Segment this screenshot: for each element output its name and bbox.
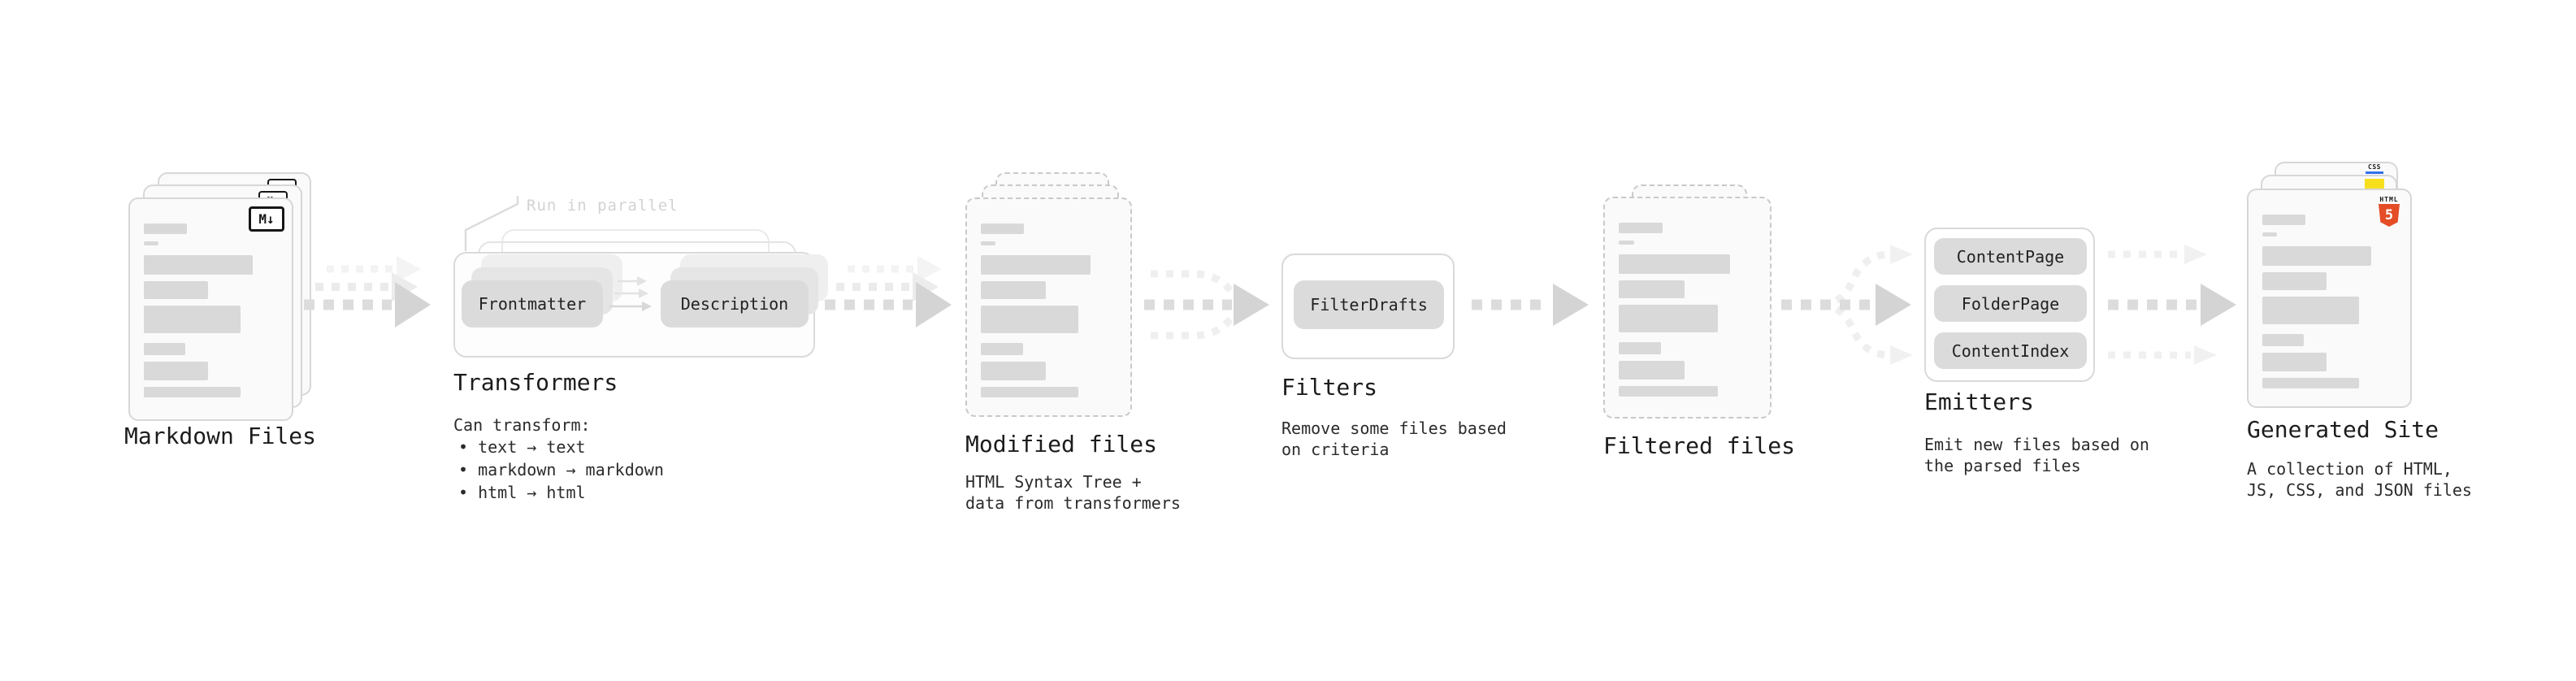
markdown-icon: M↓ bbox=[249, 206, 284, 232]
arrow-triple-right-icon bbox=[2108, 245, 2236, 365]
text-placeholder-bars bbox=[2262, 190, 2396, 388]
emitter-pill-contentindex: ContentIndex bbox=[1934, 332, 2087, 369]
stage-title: Filtered files bbox=[1603, 432, 1796, 459]
stage-caption-generated-site: Generated Site A collection of HTML, JS,… bbox=[2247, 416, 2472, 501]
html5-icon: HTML 5 bbox=[2376, 196, 2402, 227]
stage-description: Emit new files based on bbox=[1924, 435, 2149, 454]
parallel-arrows-icon bbox=[609, 276, 652, 311]
stage-caption-markdown-files: Markdown Files bbox=[124, 423, 316, 450]
stage-description: Can transform: bbox=[453, 415, 591, 435]
text-placeholder-bars bbox=[981, 199, 1117, 397]
stage-title: Markdown Files bbox=[124, 423, 317, 449]
stage-title: Generated Site bbox=[2247, 416, 2439, 443]
text-placeholder-bars bbox=[144, 199, 278, 397]
arrow-converge-icon bbox=[1144, 270, 1269, 340]
file-card-front bbox=[965, 197, 1132, 417]
file-card-front: HTML 5 bbox=[2247, 189, 2412, 408]
stage-caption-transformers: Transformers Can transform: • text → tex… bbox=[453, 369, 664, 504]
stage-title: Emitters bbox=[1924, 388, 2034, 415]
filter-pill-filterdrafts: FilterDrafts bbox=[1294, 280, 1444, 329]
stage-caption-modified-files: Modified files HTML Syntax Tree + data f… bbox=[965, 431, 1181, 514]
file-card-front bbox=[1603, 197, 1772, 419]
stage-caption-filters: Filters Remove some files based on crite… bbox=[1281, 374, 1507, 460]
stage-caption-emitters: Emitters Emit new files based on the par… bbox=[1924, 388, 2149, 476]
arrow-right-icon bbox=[1472, 284, 1589, 326]
js-icon bbox=[2365, 179, 2384, 189]
text-placeholder-bars bbox=[1619, 198, 1756, 397]
emitter-pill-contentpage: ContentPage bbox=[1934, 238, 2087, 275]
arrow-diverge-icon bbox=[1781, 245, 1913, 365]
stage-caption-filtered-files: Filtered files bbox=[1603, 432, 1795, 460]
transform-bullet: • html → html bbox=[458, 483, 586, 502]
stage-description: Remove some files based bbox=[1281, 419, 1507, 438]
stage-description: JS, CSS, and JSON files bbox=[2247, 480, 2472, 500]
css-icon: CSS bbox=[2366, 163, 2383, 174]
stage-description: HTML Syntax Tree + bbox=[965, 472, 1142, 492]
stage-title: Filters bbox=[1281, 374, 1378, 401]
emitter-pill-folderpage: FolderPage bbox=[1934, 285, 2087, 322]
stage-description: data from transformers bbox=[965, 493, 1181, 513]
file-card-front: M↓ bbox=[128, 197, 293, 421]
stage-description: the parsed files bbox=[1924, 456, 2081, 475]
run-in-parallel-label: Run in parallel bbox=[527, 197, 679, 215]
transformer-pill-description: Description bbox=[661, 280, 809, 327]
annotation-leader-line bbox=[464, 196, 519, 251]
transformer-pill-frontmatter: Frontmatter bbox=[462, 280, 603, 327]
stage-title: Modified files bbox=[965, 431, 1158, 458]
arrow-stacked-right-icon bbox=[304, 256, 431, 327]
transform-bullet: • text → text bbox=[458, 437, 586, 457]
arrow-stacked-right-icon bbox=[825, 256, 952, 327]
stage-description: A collection of HTML, bbox=[2247, 459, 2452, 479]
stage-description: on criteria bbox=[1281, 440, 1390, 459]
transform-bullet: • markdown → markdown bbox=[458, 460, 664, 479]
stage-title: Transformers bbox=[453, 369, 618, 396]
